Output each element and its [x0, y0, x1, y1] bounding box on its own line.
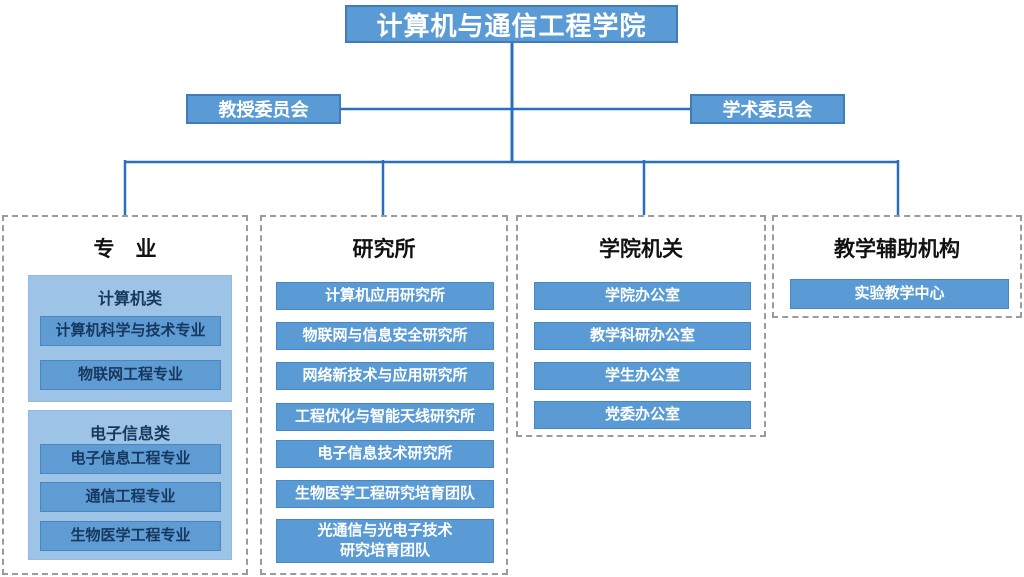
- college-root-node: 计算机与通信工程学院: [345, 5, 678, 43]
- column-majors-title: 专 业: [93, 238, 157, 261]
- institute-item: 生物医学工程研究培育团队: [276, 480, 494, 508]
- professor-committee-node: 教授委员会: [186, 94, 341, 124]
- column-institutes-title: 研究所: [352, 238, 416, 261]
- column-institutes: 研究所 计算机应用研究所 物联网与信息安全研究所 网络新技术与应用研究所 工程优…: [260, 215, 508, 575]
- major-item: 电子信息工程专业: [40, 444, 221, 474]
- column-offices-title: 学院机关: [599, 238, 683, 261]
- office-item: 教学科研办公室: [534, 322, 751, 350]
- column-offices: 学院机关 学院办公室 教学科研办公室 学生办公室 党委办公室: [516, 215, 766, 437]
- academic-committee-node: 学术委员会: [690, 94, 845, 124]
- column-majors: 专 业 计算机类 计算机科学与技术专业 物联网工程专业 电子信息类 电子信息工程…: [2, 215, 248, 575]
- group-electronic-info-category: 电子信息类 电子信息工程专业 通信工程专业 生物医学工程专业: [28, 410, 232, 560]
- support-item: 实验教学中心: [790, 279, 1009, 309]
- institute-item: 网络新技术与应用研究所: [276, 362, 494, 390]
- office-item: 学院办公室: [534, 282, 751, 310]
- major-item: 计算机科学与技术专业: [40, 316, 221, 346]
- institute-item: 光通信与光电子技术 研究培育团队: [276, 519, 494, 563]
- group-electronic-info-header: 电子信息类: [89, 426, 170, 443]
- major-item: 生物医学工程专业: [40, 521, 221, 551]
- institute-item: 工程优化与智能天线研究所: [276, 403, 494, 431]
- office-item: 学生办公室: [534, 362, 751, 390]
- office-item: 党委办公室: [534, 401, 751, 429]
- column-support: 教学辅助机构 实验教学中心: [772, 215, 1022, 318]
- major-item: 物联网工程专业: [40, 360, 221, 390]
- group-computer-category: 计算机类 计算机科学与技术专业 物联网工程专业: [28, 275, 232, 402]
- institute-item: 电子信息技术研究所: [276, 440, 494, 468]
- major-item: 通信工程专业: [40, 482, 221, 512]
- group-computer-header: 计算机类: [97, 291, 162, 308]
- institute-item: 计算机应用研究所: [276, 282, 494, 310]
- column-support-title: 教学辅助机构: [834, 238, 960, 261]
- institute-item: 物联网与信息安全研究所: [276, 322, 494, 350]
